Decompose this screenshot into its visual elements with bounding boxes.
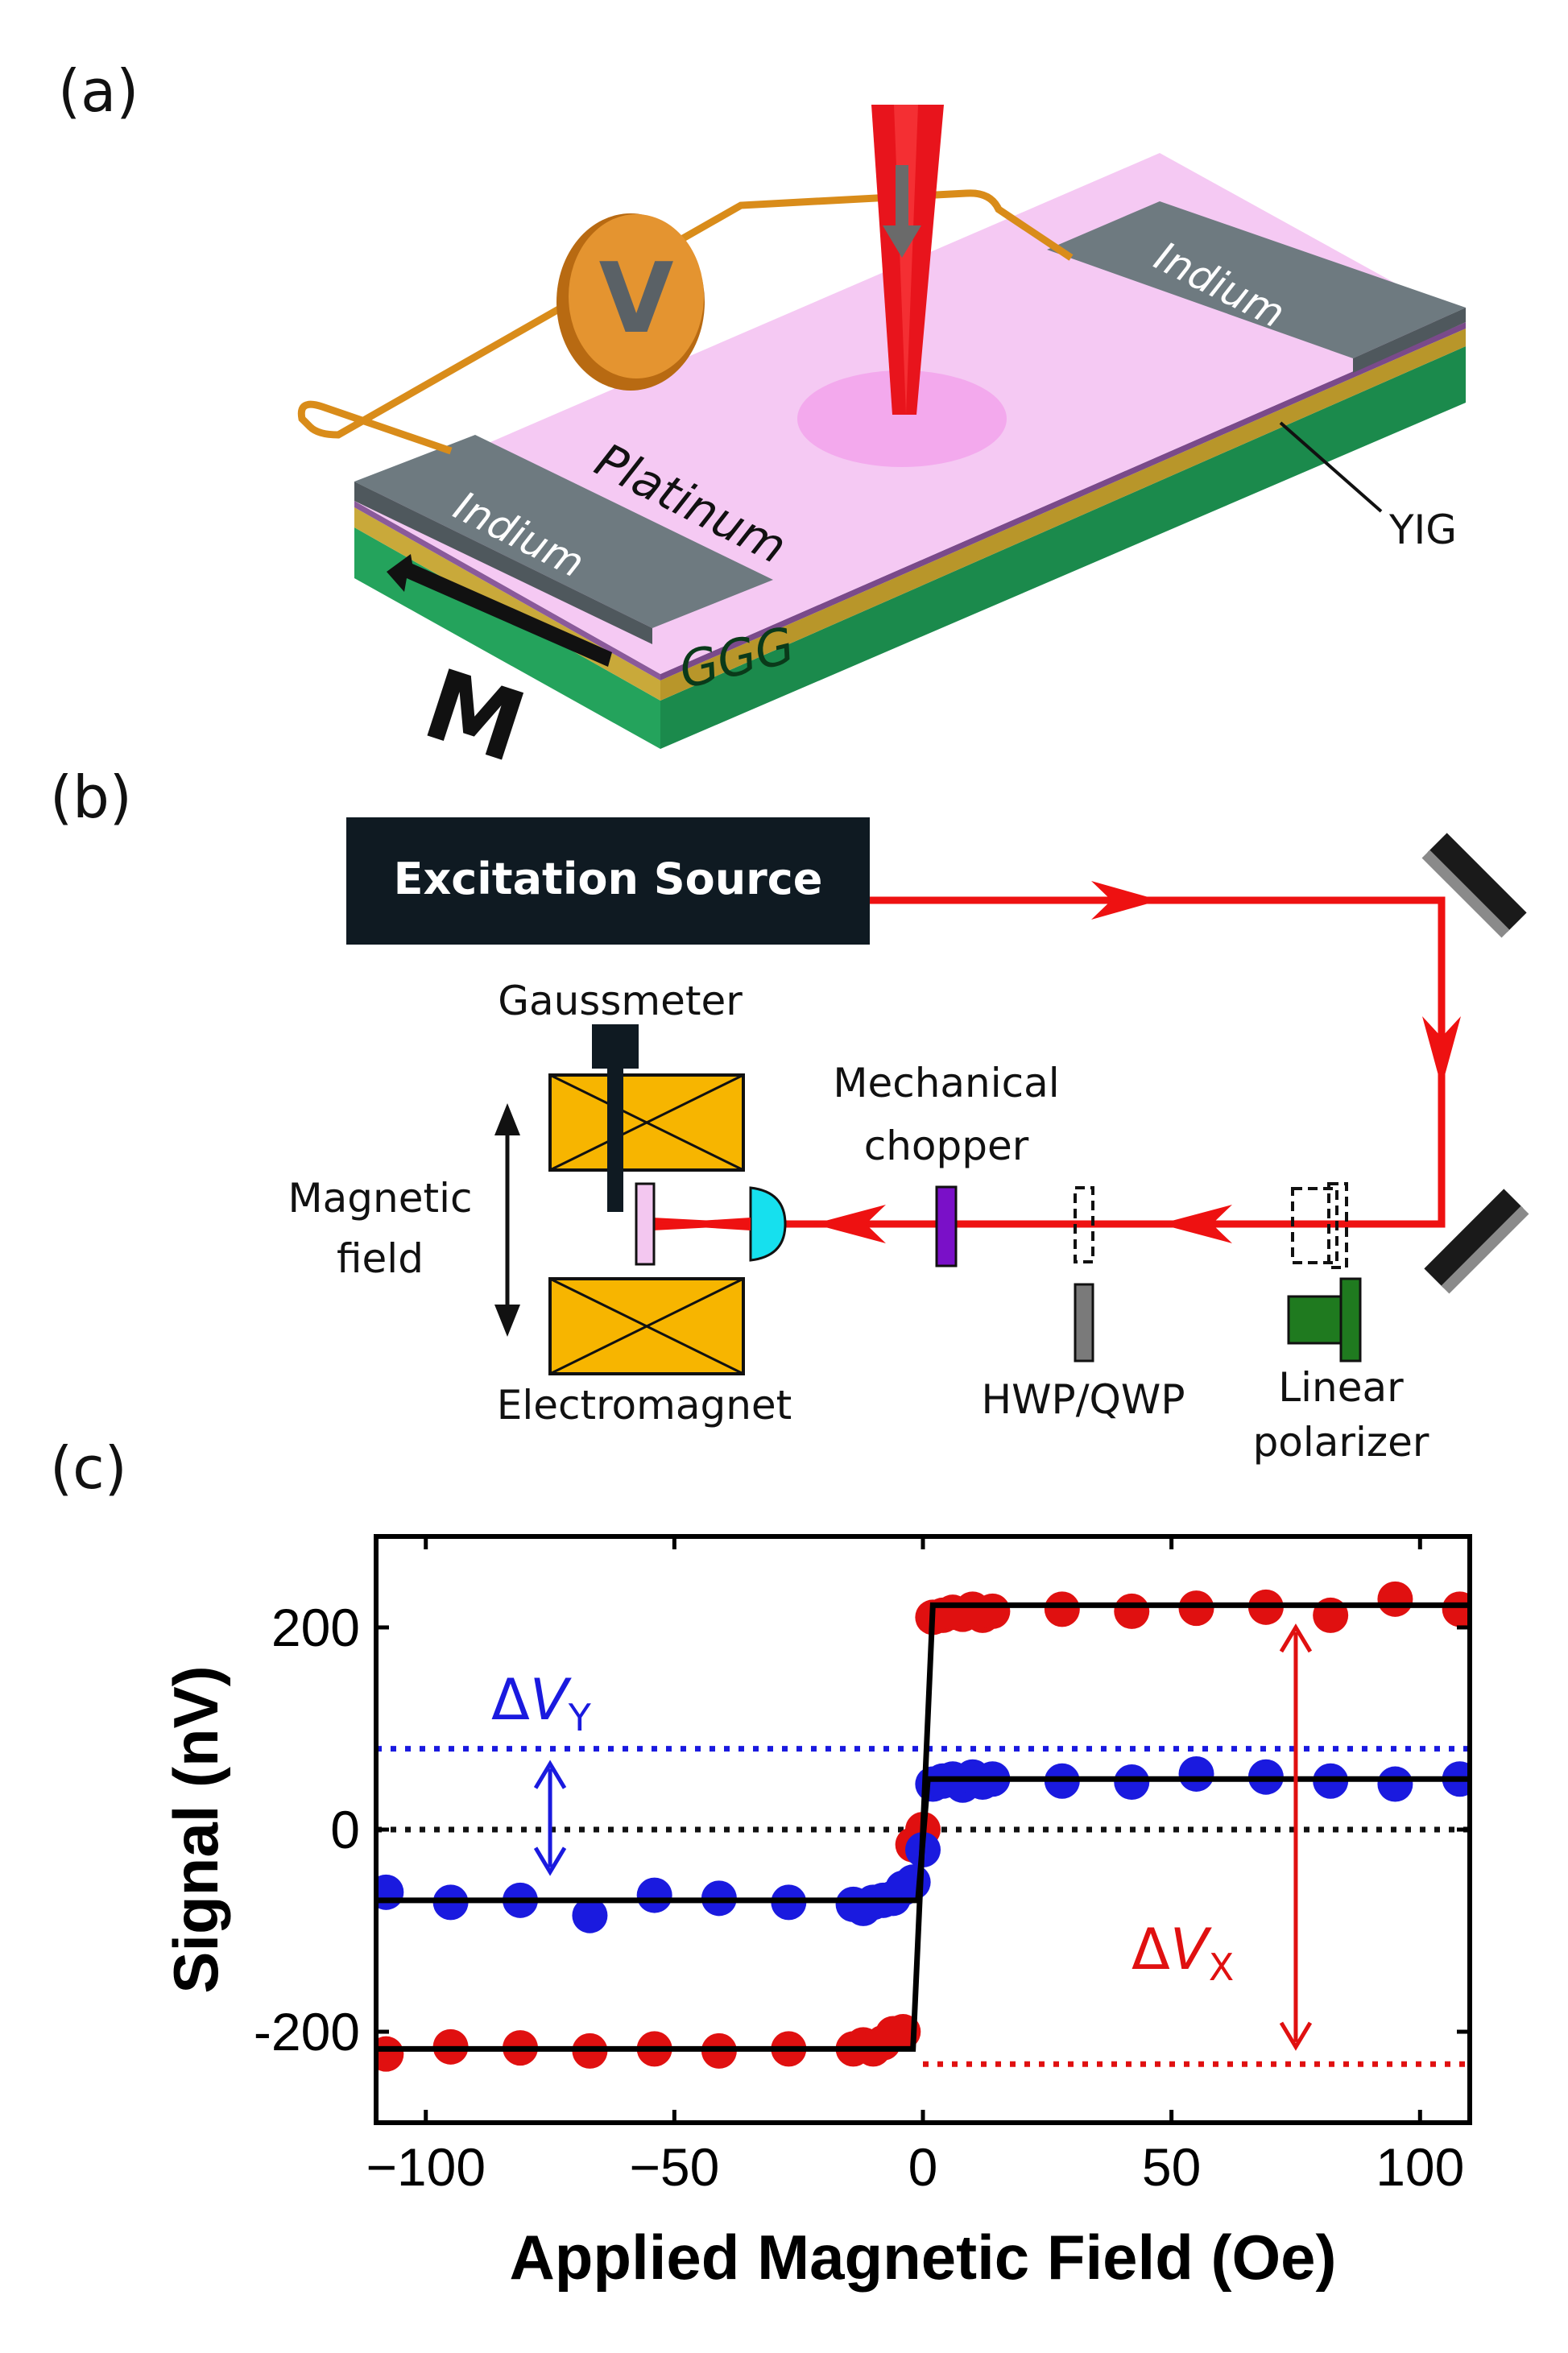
series-0-point-22 xyxy=(1044,1591,1080,1627)
chopper-label-2: chopper xyxy=(864,1123,1029,1169)
yig-label: YIG xyxy=(1388,507,1457,553)
delta-vx-symbol: Δ xyxy=(1132,1917,1170,1983)
series-1-point-23 xyxy=(1114,1764,1150,1801)
chart-annotation-arrows xyxy=(533,1623,1313,2051)
x-axis-title: Applied Magnetic Field (Oe) xyxy=(509,2222,1336,2293)
x-tick-label-1: −50 xyxy=(629,2137,719,2197)
x-tick-label-0: −100 xyxy=(366,2137,486,2197)
interface-right xyxy=(660,322,1466,680)
delta-vy-var: V xyxy=(530,1667,572,1733)
gaussmeter-probe xyxy=(607,1067,623,1212)
chopper xyxy=(935,1185,958,1267)
electromagnet-top-cross-2 xyxy=(549,1073,744,1172)
series-1-fit-line xyxy=(376,1776,1470,1904)
waveplate-dashed xyxy=(1074,1186,1094,1263)
series-0-point-23 xyxy=(1114,1593,1150,1629)
series-0-point-28 xyxy=(1442,1591,1470,1627)
delta-vx-arrow-head-bottom xyxy=(1279,2021,1313,2051)
excitation-source xyxy=(346,817,870,945)
arrow-bottom-left xyxy=(813,1205,886,1243)
magnetization-arrow xyxy=(387,554,612,667)
panel-a-label: (a) xyxy=(58,57,139,125)
delta-vy-arrow-head-bottom xyxy=(533,1846,567,1876)
delta-vy-sub: Y xyxy=(568,1696,592,1739)
delta-vx-label: ΔVX xyxy=(1132,1917,1234,1989)
panel-c: (c) −100 −50 0 50 100 -200 0 200 Applied Magnet… xyxy=(50,1434,1472,2293)
y-tick-label-0: -200 xyxy=(254,2002,360,2061)
series-0-point-24 xyxy=(1178,1590,1214,1627)
electromagnet-bottom-cross-2 xyxy=(549,1277,744,1375)
series-1-point-3 xyxy=(572,1897,608,1933)
interface-front xyxy=(354,501,660,680)
series-0-point-27 xyxy=(1377,1581,1413,1617)
panel-a: (a) Indium Indium Platinum GGG YIG M xyxy=(58,57,1466,784)
arrow-top xyxy=(1091,881,1160,920)
delta-vx-var: V xyxy=(1170,1917,1212,1983)
delta-vx-arrow-head-top xyxy=(1279,1623,1313,1653)
sample xyxy=(635,1182,656,1266)
gaussmeter-head xyxy=(592,1024,639,1069)
polarizer-dashed-inner xyxy=(1327,1182,1348,1269)
x-tick-label-2: 0 xyxy=(908,2137,938,2197)
yig-pointer xyxy=(1279,421,1383,513)
delta-vy-label: ΔVY xyxy=(491,1667,592,1739)
y-axis-title: Signal (nV) xyxy=(160,1665,231,1993)
excitation-source-label: Excitation Source xyxy=(394,854,823,904)
indium-right-side xyxy=(1353,308,1466,373)
x-tick-label-4: 100 xyxy=(1376,2137,1464,2197)
ggg-side-right xyxy=(660,346,1466,749)
series-1-point-24 xyxy=(1178,1755,1214,1792)
arrow-right xyxy=(1422,1016,1461,1087)
beam-direction-arrow xyxy=(883,165,921,258)
series-1-point-13 xyxy=(895,1864,931,1900)
y-tick-label-2: 200 xyxy=(271,1598,360,1657)
polarizer-dashed-outer xyxy=(1291,1187,1338,1264)
polarizer-label-1: Linear xyxy=(1278,1364,1404,1411)
arrow-bottom-right xyxy=(1160,1205,1232,1243)
yig-side-right xyxy=(660,329,1466,701)
series-0-point-0 xyxy=(376,2036,404,2072)
x-tick-label-3: 50 xyxy=(1142,2137,1201,2197)
laser-spot-glow xyxy=(797,370,1007,467)
series-1-point-0 xyxy=(376,1874,404,1910)
delta-vy-arrow-head-top xyxy=(533,1760,567,1789)
panel-c-label: (c) xyxy=(50,1434,127,1502)
delta-vx-sub: X xyxy=(1209,1946,1235,1989)
field-arrow-down xyxy=(494,1305,520,1337)
chart-clip-group xyxy=(376,1581,1470,2072)
voltmeter-symbol: V xyxy=(599,243,674,355)
polarizer-plate xyxy=(1339,1277,1362,1363)
mirror-bottom xyxy=(1424,1189,1529,1294)
electromagnet-label: Electromagnet xyxy=(497,1382,792,1429)
waveplate-label: HWP/QWP xyxy=(982,1376,1185,1423)
chart-ticks: −100 −50 0 50 100 -200 0 200 xyxy=(254,1536,1470,2197)
panel-b: (b) Excitation Source Linear polarizer H… xyxy=(50,763,1529,1466)
wire-loop xyxy=(297,189,1074,455)
gaussmeter-label: Gaussmeter xyxy=(498,978,743,1024)
delta-vy-symbol: Δ xyxy=(491,1667,530,1733)
series-0-point-21 xyxy=(974,1593,1011,1629)
polarizer-label-2: polarizer xyxy=(1253,1419,1429,1466)
mirror-top xyxy=(1421,833,1527,938)
panel-b-label: (b) xyxy=(50,763,132,831)
indium-right-top xyxy=(1047,201,1466,358)
chopper-label-1: Mechanical xyxy=(833,1060,1059,1106)
y-tick-label-1: 0 xyxy=(330,1800,360,1859)
series-1-point-27 xyxy=(1377,1766,1413,1802)
polarizer-mount xyxy=(1287,1295,1345,1345)
waveplate xyxy=(1074,1283,1094,1363)
field-label-2: field xyxy=(337,1235,424,1282)
voltmeter-face xyxy=(569,214,704,378)
field-label-1: Magnetic xyxy=(288,1175,473,1222)
series-1-point-4 xyxy=(636,1877,672,1913)
indium-left-side xyxy=(354,482,652,644)
indium-left-top xyxy=(354,435,773,628)
focused-beam xyxy=(660,1218,751,1230)
chart-plot xyxy=(376,1581,1470,2072)
field-arrow-up xyxy=(494,1103,520,1135)
lens xyxy=(749,1186,787,1262)
